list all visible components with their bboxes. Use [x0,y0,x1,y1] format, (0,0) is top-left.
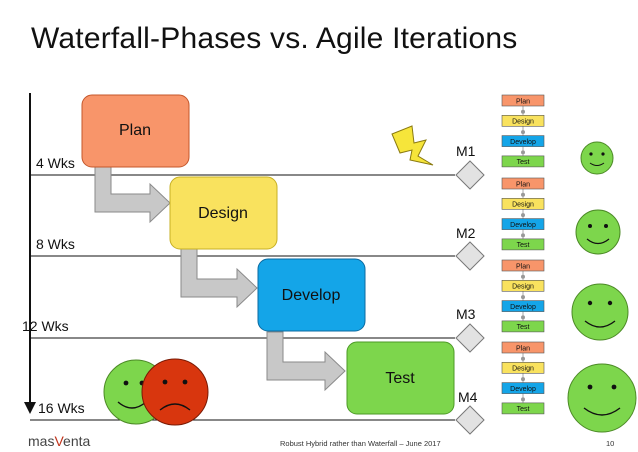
milestone-diamond-icon [455,405,485,435]
week-label-16: 16 Wks [38,400,85,416]
iteration-step-label: Test [517,406,530,413]
iteration-step-label: Plan [516,345,530,352]
iteration-step-label: Design [512,119,534,126]
iteration-step-box [501,279,545,292]
smiley-face-icon [571,283,629,341]
phase-box-plan [81,94,190,168]
iteration-step-label: Design [512,284,534,291]
iteration-connector-dot [521,397,525,402]
iteration-step-box [501,218,545,230]
iteration-step-label: Plan [516,263,530,270]
phase-box-test [346,341,455,415]
iteration-step-box [501,341,545,354]
milestone-label-m3: M3 [456,306,476,322]
iteration-step-label: Design [512,202,534,209]
iteration-step-label: Design [512,366,534,373]
phase-connector-arrow [94,163,171,224]
iteration-connector-dot [521,295,525,300]
iteration-step-box [501,115,545,127]
iteration-connector-dot [521,356,525,361]
phase-label-test: Test [385,370,415,387]
milestone-label-m2: M2 [456,225,476,241]
iteration-step-label: Develop [510,386,536,393]
footer-text: Robust Hybrid rather than Waterfall – Ju… [280,439,441,448]
timeline-arrowhead [24,402,36,414]
logo-text: masVenta [28,433,90,449]
iteration-connector-dot [521,130,525,135]
iteration-connector-dot [521,213,525,218]
iteration-step-box [501,238,545,251]
agile-iterations: PlanDesignDevelopTestPlanDesignDevelopTe… [501,94,545,415]
phase-connector-arrow [180,248,258,309]
slide-title: Waterfall-Phases vs. Agile Iterations [31,22,518,55]
iteration-step-box [501,320,545,333]
phase-box-design [169,176,278,250]
iteration-connector-dot [521,192,525,197]
iteration-step-label: Plan [516,98,530,105]
iteration-step-box [501,300,545,312]
footer-logo: masVenta [28,433,90,449]
week-label-8: 8 Wks [36,236,75,252]
iteration-step-box [501,259,545,272]
iteration-step-label: Develop [510,139,536,146]
iteration-step-label: Plan [516,181,530,188]
smiley-face-icon [580,141,614,175]
iteration-step-box [501,198,545,210]
iteration-connector-dot [521,315,525,320]
iteration-step-box [501,402,545,415]
week-label-12: 12 Wks [22,318,69,334]
iteration-step-box [501,155,545,168]
phase-box-develop [257,258,366,332]
phase-label-design: Design [198,205,248,222]
iteration-step-label: Test [517,324,530,331]
iteration-step-box [501,135,545,147]
iteration-step-box [501,361,545,374]
iteration-connector-dot [521,377,525,382]
iteration-connector-dot [521,233,525,238]
iteration-step-box [501,94,545,107]
iteration-step-box [501,177,545,190]
iteration-connector-dot [521,109,525,114]
iteration-step-label: Test [517,242,530,249]
milestone-diamond-icon [455,323,485,353]
iteration-connector-dot [521,274,525,279]
lightning-icon [391,125,434,166]
milestone-label-m4: M4 [458,389,478,405]
week-label-4: 4 Wks [36,155,75,171]
iteration-step-label: Develop [510,222,536,229]
smiley-face-icon [567,363,637,433]
phase-connector-arrow [266,331,346,392]
iteration-connector-dot [521,150,525,155]
milestone-diamond-icon [455,160,485,190]
page-number: 10 [606,439,614,448]
sad-face-icon [141,358,209,426]
iteration-step-box [501,382,545,394]
phase-label-develop: Develop [282,287,341,304]
smiley-face-icon [575,209,621,255]
milestone-label-m1: M1 [456,143,476,159]
iteration-step-label: Develop [510,304,536,311]
iteration-step-label: Test [517,159,530,166]
milestone-diamond-icon [455,241,485,271]
phase-label-plan: Plan [119,122,151,139]
